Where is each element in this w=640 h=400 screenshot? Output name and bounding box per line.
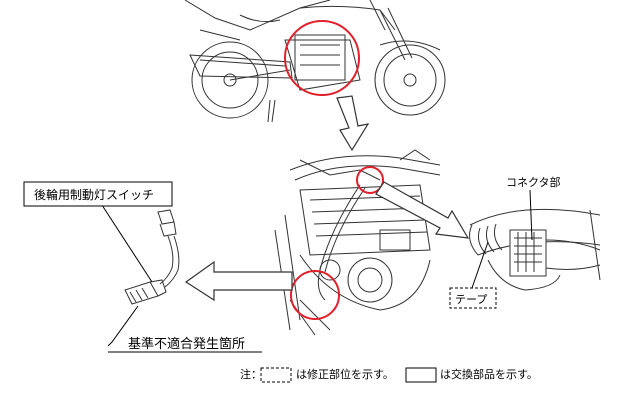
nonconformity-leader <box>107 305 139 347</box>
tape-label-box <box>449 287 497 309</box>
motorcycle-illustration <box>184 0 446 123</box>
switch-label-box <box>23 181 173 207</box>
engine-detail-illustration <box>274 149 441 336</box>
arrow-down-to-detail <box>336 95 370 152</box>
switch-label-text: 後輪用制動灯スイッチ <box>34 187 154 202</box>
legend-dashed-box <box>260 367 292 383</box>
tape-label-text: テープ <box>455 293 487 306</box>
connector-detail-illustration <box>469 208 601 291</box>
legend-dashed-text: は修正部位を示す。 <box>296 368 394 381</box>
legend-solid-text: は交換部品を示す。 <box>440 368 538 381</box>
legend-solid-box <box>405 367 437 383</box>
switch-highlight-circle <box>290 270 340 320</box>
connector-label-leader <box>529 189 533 241</box>
arrow-right-to-connector <box>375 181 470 239</box>
tape-label-leader <box>471 241 489 289</box>
connector-highlight-circle <box>356 166 384 194</box>
arrow-left-to-switch <box>184 260 293 302</box>
engine-highlight-circle <box>284 20 360 96</box>
brake-switch-illustration <box>124 209 180 305</box>
connector-label-text: コネクタ部 <box>506 175 561 189</box>
nonconformity-label-text: 基準不適合発生箇所 <box>128 336 245 352</box>
legend-prefix: 注： <box>240 368 262 381</box>
switch-label-leader <box>99 201 153 283</box>
